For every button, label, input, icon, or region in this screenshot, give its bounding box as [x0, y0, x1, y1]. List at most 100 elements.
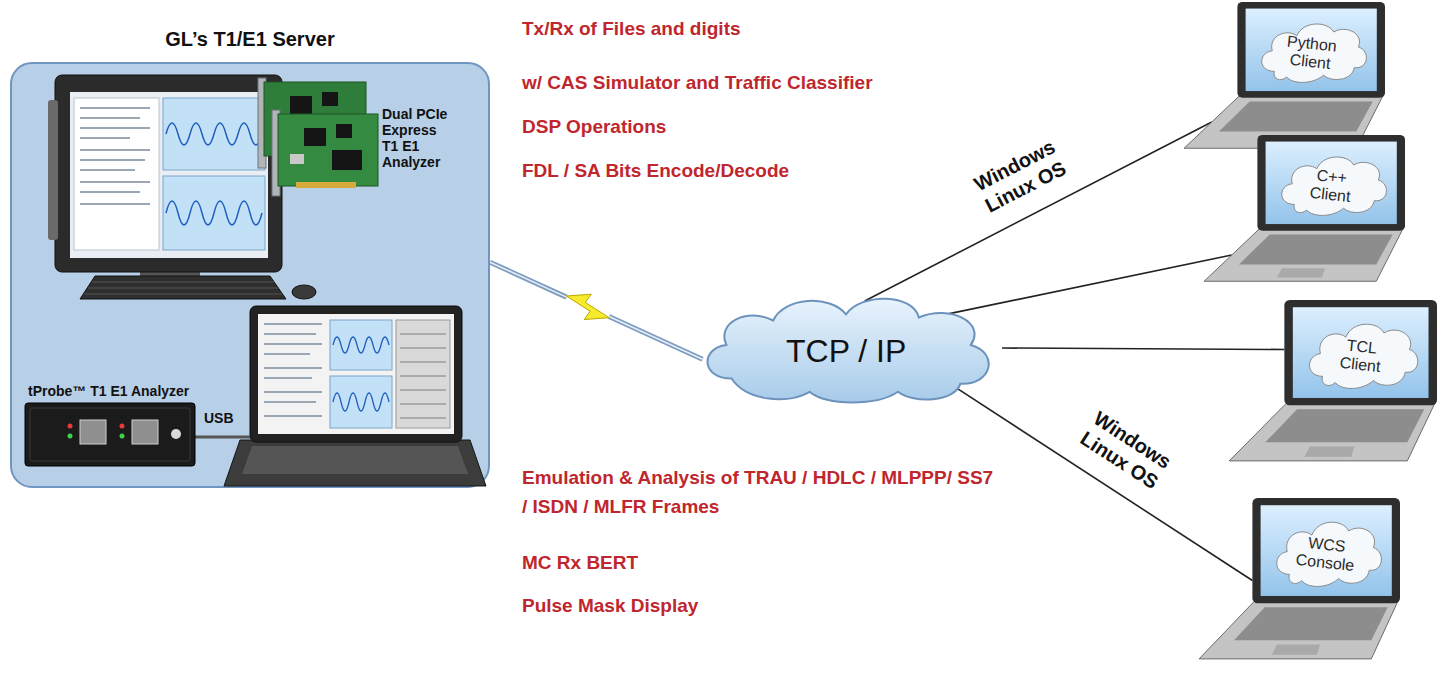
laptop-illustration [1200, 135, 1405, 285]
grid-panel [396, 320, 450, 428]
illustration-part [400, 390, 446, 391]
monitor-handle [48, 100, 58, 240]
monitor-screen [70, 92, 268, 258]
monitor-body [55, 75, 282, 272]
screen-lines [80, 108, 150, 204]
feature-text: FDL / SA Bits Encode/Decode [522, 160, 789, 182]
waveform [166, 201, 262, 225]
tprobe-device [25, 403, 195, 466]
illustration-part [296, 182, 356, 188]
illustration-part [278, 114, 378, 186]
illustration-part [264, 353, 310, 355]
network-link [1002, 348, 1284, 350]
illustration-part [1272, 644, 1320, 654]
illustration-part [80, 149, 150, 151]
usb-cable [195, 436, 250, 439]
illustration-part [1257, 135, 1405, 231]
waveform [333, 337, 389, 353]
port-label: USB [204, 410, 234, 426]
client-laptop: TCL Client [1225, 300, 1437, 465]
illustration-part [264, 377, 312, 379]
illustration-part [264, 401, 316, 403]
waveform [333, 393, 389, 411]
illustration-part [264, 333, 316, 335]
illustration-part [332, 150, 362, 170]
illustration-part [80, 181, 150, 183]
keyboard [80, 276, 286, 299]
illustration-part [1237, 2, 1385, 98]
illustration-part [1282, 157, 1387, 215]
illustration-part [80, 127, 150, 129]
screen-lines [264, 324, 322, 416]
link-line [1002, 348, 1284, 350]
feature-text: MC Rx BERT [522, 552, 638, 574]
illustration-part [290, 154, 304, 164]
edge-label: Windows Linux OS [1071, 403, 1179, 497]
illustration-part [1239, 234, 1393, 264]
client-name: TCL Client [1326, 334, 1395, 376]
illustration-part [400, 404, 446, 405]
illustration-part [1261, 505, 1392, 596]
illustration-part [1277, 522, 1382, 586]
illustration-part [1305, 446, 1355, 456]
wave-panel [330, 320, 392, 370]
illustration-part [400, 376, 446, 377]
link-line [955, 387, 1252, 580]
illustration-part [88, 288, 278, 289]
lightning-bolt [566, 294, 609, 319]
laptop-screen [258, 314, 454, 434]
feature-text: Emulation & Analysis of TRAU / HDLC / ML… [522, 463, 1002, 522]
illustration-part [80, 159, 145, 161]
illustration-part [1234, 607, 1388, 640]
feature-text: DSP Operations [522, 116, 666, 138]
client-name: WCS Console [1292, 532, 1361, 574]
screen-pane [74, 98, 159, 250]
illustration-part [400, 334, 446, 335]
wave-panel [163, 176, 265, 250]
illustration-part [1293, 307, 1429, 398]
laptop-illustration [1225, 300, 1437, 465]
illustration-part [1229, 403, 1435, 461]
wave-panel [163, 98, 265, 170]
illustration-part [1277, 268, 1325, 277]
illustration-part [264, 367, 322, 369]
network-cloud: TCP / IP [690, 292, 1002, 404]
client-laptop: Python Client [1180, 2, 1385, 152]
illustration-part [1310, 324, 1418, 388]
client-name: Python Client [1277, 31, 1346, 73]
feature-text: w/ CAS Simulator and Traffic Classifier [522, 72, 873, 94]
illustration-part [1265, 409, 1424, 442]
illustration-part [1266, 142, 1397, 225]
rj45-port [132, 420, 158, 444]
card-label: Dual PCIe Express T1 E1 Analyzer [382, 106, 452, 170]
illustration-part [264, 415, 322, 417]
illustration-part [80, 169, 135, 171]
wave-panel [330, 376, 392, 428]
led [120, 434, 125, 439]
mouse [292, 285, 316, 299]
illustration-part [1219, 101, 1373, 131]
illustration-part [1204, 229, 1403, 282]
illustration-part [80, 191, 140, 193]
network-link [865, 122, 1212, 301]
panel-heading: GL’s T1/E1 Server [12, 28, 488, 51]
illustration-part [336, 124, 352, 138]
device-label: tProbe™ T1 E1 Analyzer [28, 383, 189, 399]
laptop-illustration [1180, 2, 1385, 152]
illustration-part [400, 418, 446, 419]
link-line [490, 262, 702, 359]
link-line [946, 255, 1232, 314]
pcie-card [272, 110, 378, 196]
illustration-part [1199, 601, 1398, 659]
feature-text: Pulse Mask Display [522, 595, 698, 617]
grid-lines [400, 334, 446, 418]
network-link [955, 387, 1252, 580]
illustration-part [304, 128, 326, 146]
power-button [171, 429, 181, 439]
illustration-part [290, 96, 312, 114]
illustration-part [264, 323, 322, 325]
illustration-part [1262, 24, 1367, 82]
client-laptop: C++ Client [1200, 135, 1405, 285]
illustration-part [708, 299, 989, 403]
illustration-part [80, 107, 150, 109]
